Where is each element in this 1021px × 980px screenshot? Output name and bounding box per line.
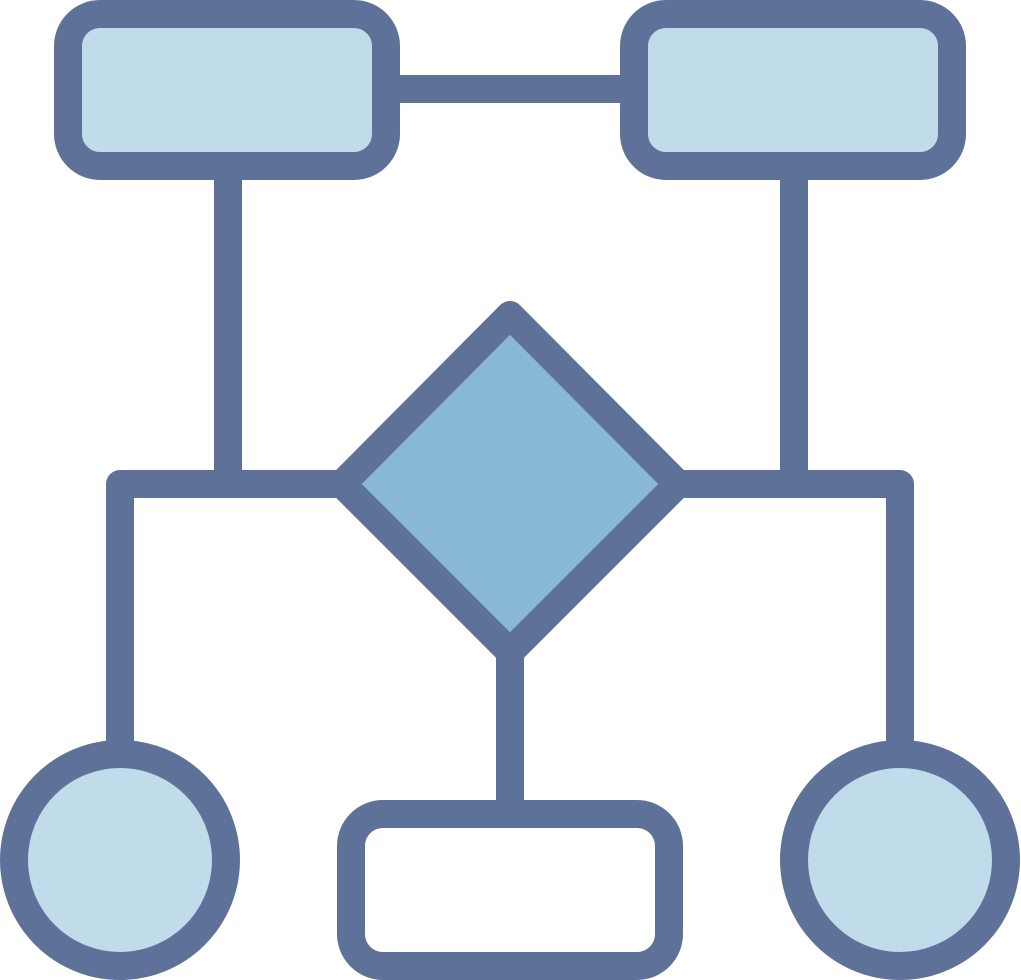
top-left-process-box (54, 0, 400, 180)
bottom-right-terminal-circle (780, 740, 1020, 980)
bottom-center-process-box (337, 800, 683, 980)
connector-right-branch (662, 470, 914, 768)
connector-left-branch (106, 470, 360, 768)
bottom-left-terminal-circle (0, 740, 240, 980)
decision-diamond (328, 301, 692, 666)
top-right-process-box (620, 0, 966, 180)
